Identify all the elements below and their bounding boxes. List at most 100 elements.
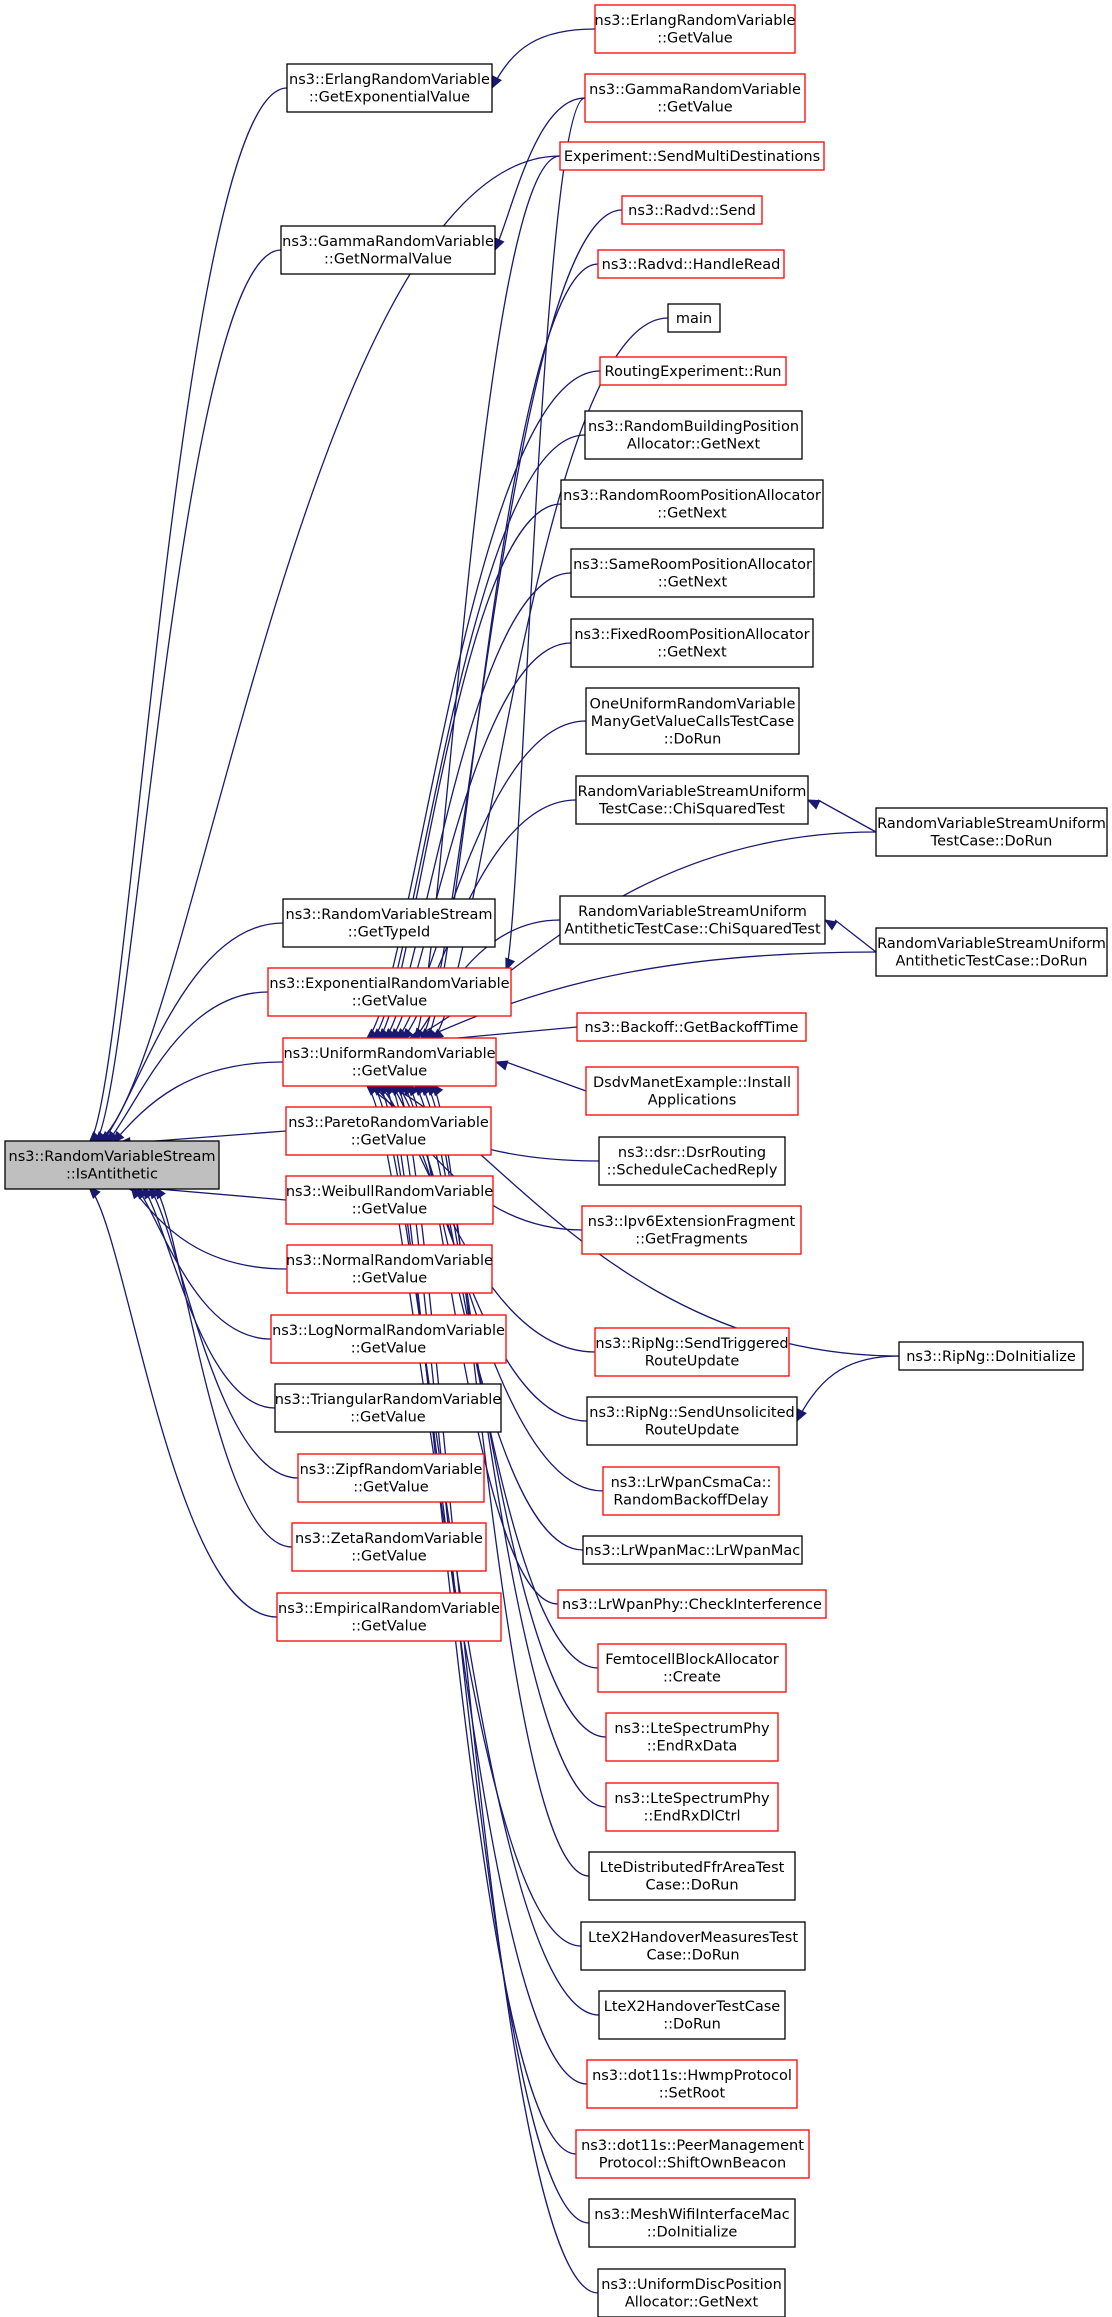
node-label-line: RoutingExperiment::Run	[605, 364, 782, 380]
node-label-line: RouteUpdate	[645, 1354, 740, 1370]
graph-node-rbpa[interactable]: ns3::RandomBuildingPositionAllocator::Ge…	[584, 410, 803, 460]
node-label-line: ns3::WeibullRandomVariable	[286, 1184, 493, 1200]
call-edge	[491, 28, 596, 90]
node-label-line: TestCase::ChiSquaredTest	[598, 802, 785, 818]
graph-node-normal_gv[interactable]: ns3::NormalRandomVariable::GetValue	[286, 1244, 493, 1294]
node-label-line: ::IsAntithetic	[66, 1167, 158, 1183]
node-box	[575, 775, 809, 825]
call-graph-nodes: ns3::RandomVariableStream::IsAntitheticn…	[4, 4, 1108, 2317]
graph-node-stream_typeid[interactable]: ns3::RandomVariableStream::GetTypeId	[282, 898, 496, 948]
graph-node-lrwpan_mac[interactable]: ns3::LrWpanMac::LrWpanMac	[582, 1535, 803, 1565]
graph-node-uni_gv[interactable]: ns3::UniformRandomVariable::GetValue	[282, 1037, 497, 1087]
graph-node-lrwpan_csma[interactable]: ns3::LrWpanCsmaCa::RandomBackoffDelay	[602, 1466, 780, 1516]
node-label-line: Applications	[648, 1093, 737, 1109]
graph-node-focus[interactable]: ns3::RandomVariableStream::IsAntithetic	[4, 1140, 220, 1190]
graph-node-gamma_norm[interactable]: ns3::GammaRandomVariable::GetNormalValue	[280, 225, 496, 275]
call-edge	[371, 434, 586, 1041]
graph-node-rrpa[interactable]: ns3::RandomRoomPositionAllocator::GetNex…	[560, 479, 824, 529]
node-box	[270, 1314, 507, 1364]
call-edge	[88, 1186, 278, 1618]
graph-node-weibull_gv[interactable]: ns3::WeibullRandomVariable::GetValue	[285, 1175, 494, 1225]
node-label-line: ns3::UniformDiscPosition	[601, 2277, 782, 2293]
node-label-line: main	[676, 311, 712, 327]
node-box	[559, 895, 826, 945]
node-label-line: ns3::Ipv6ExtensionFragment	[588, 1214, 796, 1230]
graph-node-lte_rxdata[interactable]: ns3::LteSpectrumPhy::EndRxData	[605, 1712, 779, 1762]
graph-node-dsr[interactable]: ns3::dsr::DsrRouting::ScheduleCachedRepl…	[598, 1136, 786, 1186]
call-edge	[88, 87, 288, 1144]
node-label-line: FemtocellBlockAllocator	[605, 1652, 779, 1668]
node-box	[875, 807, 1108, 857]
graph-node-ltex2[interactable]: LteX2HandoverTestCase::DoRun	[598, 1990, 786, 2040]
graph-node-exp_smd[interactable]: Experiment::SendMultiDestinations	[559, 141, 825, 171]
node-label-line: ns3::RandomVariableStream	[286, 907, 493, 923]
node-box	[584, 410, 803, 460]
node-box	[597, 2268, 786, 2317]
graph-node-erlang_gv[interactable]: ns3::ErlangRandomVariable::GetValue	[594, 4, 796, 54]
graph-node-ripng_init[interactable]: ns3::RipNg::DoInitialize	[898, 1341, 1084, 1371]
graph-node-frpa[interactable]: ns3::FixedRoomPositionAllocator::GetNext	[570, 618, 814, 668]
node-box	[667, 303, 721, 333]
graph-node-peer[interactable]: ns3::dot11s::PeerManagementProtocol::Shi…	[575, 2129, 810, 2179]
call-edge	[377, 503, 562, 1041]
node-label-line: ns3::ErlangRandomVariable	[595, 13, 796, 29]
graph-node-main[interactable]: main	[667, 303, 721, 333]
graph-node-pareto_gv[interactable]: ns3::ParetoRandomVariable::GetValue	[285, 1106, 492, 1156]
graph-node-lte_rxdl[interactable]: ns3::LteSpectrumPhy::EndRxDlCtrl	[605, 1782, 779, 1832]
node-label-line: RandomBackoffDelay	[613, 1493, 769, 1509]
node-label-line: RandomVariableStreamUniform	[578, 904, 807, 920]
graph-node-radvd_send[interactable]: ns3::Radvd::Send	[621, 195, 763, 225]
graph-node-rvsu_chi[interactable]: RandomVariableStreamUniformTestCase::Chi…	[575, 775, 809, 825]
node-label-line: ns3::GammaRandomVariable	[589, 82, 801, 98]
node-box	[898, 1341, 1084, 1371]
node-label-line: ::GetValue	[351, 1619, 427, 1635]
node-box	[276, 1592, 502, 1642]
graph-node-rvsua_chi[interactable]: RandomVariableStreamUniformAntitheticTes…	[559, 895, 826, 945]
node-label-line: ns3::LrWpanPhy::CheckInterference	[562, 1597, 822, 1613]
graph-node-rvsu_dorun[interactable]: RandomVariableStreamUniformTestCase::DoR…	[875, 807, 1108, 857]
graph-node-ourv[interactable]: OneUniformRandomVariableManyGetValueCall…	[585, 687, 800, 755]
node-label-line: ::DoRun	[664, 731, 722, 747]
node-label-line: ns3::RipNg::SendTriggered	[595, 1336, 788, 1352]
node-box	[580, 1921, 806, 1971]
node-label-line: ns3::dot11s::HwmpProtocol	[592, 2068, 792, 2084]
call-edge	[148, 1185, 299, 1479]
call-edge	[112, 1061, 284, 1145]
graph-node-routing_run[interactable]: RoutingExperiment::Run	[599, 356, 787, 386]
graph-node-srpa[interactable]: ns3::SameRoomPositionAllocator::GetNext	[570, 548, 815, 598]
graph-node-exp_gv[interactable]: ns3::ExponentialRandomVariable::GetValue	[267, 967, 512, 1017]
graph-node-lognormal_gv[interactable]: ns3::LogNormalRandomVariable::GetValue	[270, 1314, 507, 1364]
graph-node-ipv6frag[interactable]: ns3::Ipv6ExtensionFragment::GetFragments	[581, 1205, 802, 1255]
call-edge	[796, 1355, 900, 1423]
graph-node-zipf_gv[interactable]: ns3::ZipfRandomVariable::GetValue	[297, 1453, 485, 1503]
node-label-line: ns3::NormalRandomVariable	[286, 1253, 493, 1269]
graph-node-femto[interactable]: FemtocellBlockAllocator::Create	[597, 1643, 787, 1693]
graph-node-udpa[interactable]: ns3::UniformDiscPositionAllocator::GetNe…	[597, 2268, 786, 2317]
graph-node-erlang_exp[interactable]: ns3::ErlangRandomVariable::GetExponentia…	[286, 63, 493, 113]
node-label-line: ns3::LrWpanCsmaCa::	[611, 1475, 772, 1491]
node-box	[282, 898, 496, 948]
graph-node-tri_gv[interactable]: ns3::TriangularRandomVariable::GetValue	[274, 1383, 502, 1433]
graph-node-emp_gv[interactable]: ns3::EmpiricalRandomVariable::GetValue	[276, 1592, 502, 1642]
graph-node-hwmp[interactable]: ns3::dot11s::HwmpProtocol::SetRoot	[586, 2059, 798, 2109]
node-box	[597, 1643, 787, 1693]
graph-node-zeta_gv[interactable]: ns3::ZetaRandomVariable::GetValue	[291, 1522, 487, 1572]
node-label-line: ns3::EmpiricalRandomVariable	[278, 1601, 500, 1617]
node-label-line: ns3::RipNg::SendUnsolicited	[589, 1405, 795, 1421]
node-label-line: ::GetValue	[351, 1341, 427, 1357]
graph-node-gamma_gv[interactable]: ns3::GammaRandomVariable::GetValue	[584, 73, 806, 123]
graph-node-meshwifi[interactable]: ns3::MeshWifiInterfaceMac::DoInitialize	[588, 2198, 796, 2248]
graph-node-radvd_hr[interactable]: ns3::Radvd::HandleRead	[597, 249, 785, 279]
graph-node-rvsua_dorun[interactable]: RandomVariableStreamUniformAntitheticTes…	[875, 927, 1108, 977]
graph-node-lrwpan_phy[interactable]: ns3::LrWpanPhy::CheckInterference	[557, 1589, 827, 1619]
graph-node-backoff[interactable]: ns3::Backoff::GetBackoffTime	[576, 1012, 807, 1042]
node-label-line: RandomVariableStreamUniform	[877, 816, 1106, 832]
node-label-line: ns3::LogNormalRandomVariable	[272, 1323, 505, 1339]
node-label-line: ns3::SameRoomPositionAllocator	[573, 557, 812, 573]
node-box	[588, 1851, 796, 1901]
